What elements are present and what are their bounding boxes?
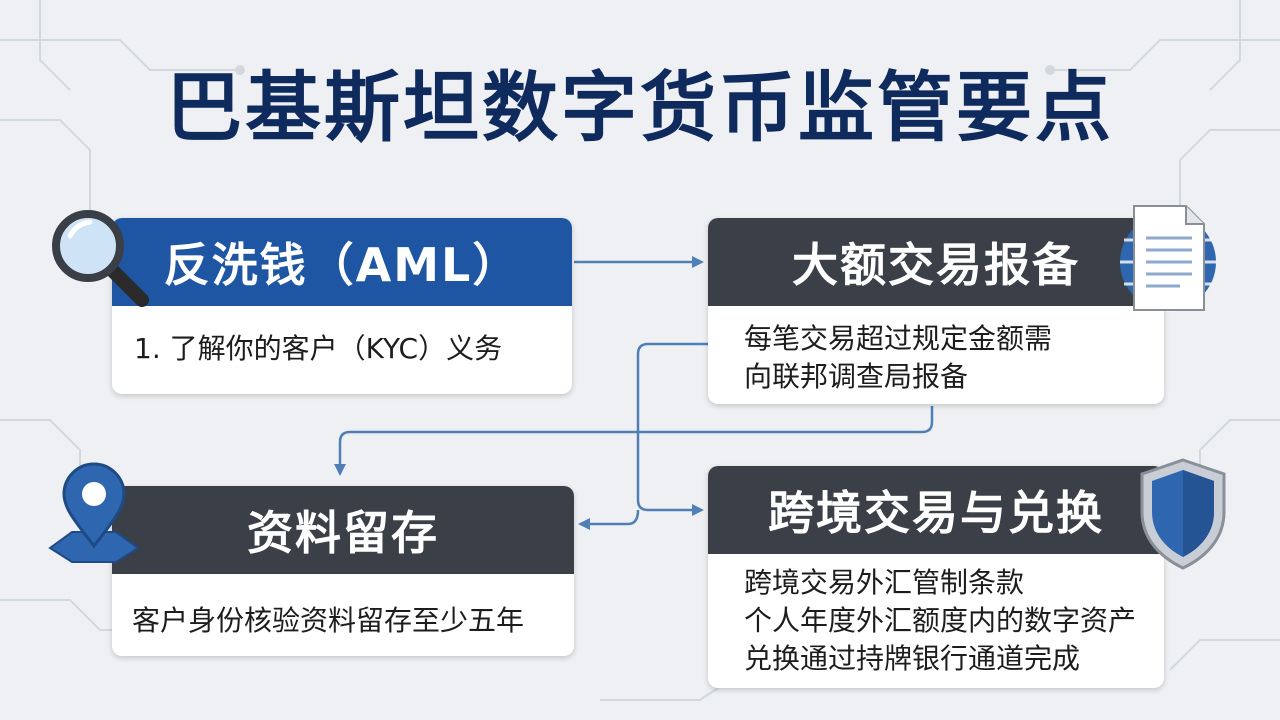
card-cross-border: 跨境交易与兑换 跨境交易外汇管制条款 个人年度外汇额度内的数字资产 兑换通过持牌… <box>708 466 1164 688</box>
card-records-heading: 资料留存 <box>112 486 574 574</box>
card-aml-heading: 反洗钱（AML） <box>112 218 572 306</box>
card-aml: 反洗钱（AML） 1. 了解你的客户（KYC）义务 <box>112 218 572 394</box>
card-cross-line: 兑换通过持牌银行通道完成 <box>744 642 1081 675</box>
page-title: 巴基斯坦数字货币监管要点 <box>166 63 1114 152</box>
card-aml-body: 1. 了解你的客户（KYC）义务 <box>112 306 572 368</box>
card-cross-line: 个人年度外汇额度内的数字资产 <box>744 604 1137 637</box>
card-records: 资料留存 客户身份核验资料留存至少五年 <box>112 486 574 656</box>
card-large-body: 每笔交易超过规定金额需 向联邦调查局报备 <box>708 306 1164 396</box>
card-cross-body: 跨境交易外汇管制条款 个人年度外汇额度内的数字资产 兑换通过持牌银行通道完成 <box>708 554 1164 678</box>
card-aml-line: 1. 了解你的客户（KYC）义务 <box>134 332 503 365</box>
card-records-body: 客户身份核验资料留存至少五年 <box>112 574 574 640</box>
document-globe-icon <box>1120 205 1216 312</box>
card-large-line: 向联邦调查局报备 <box>744 360 969 393</box>
location-pin-icon <box>48 462 140 563</box>
magnifier-icon <box>52 210 149 307</box>
card-large-transaction: 大额交易报备 每笔交易超过规定金额需 向联邦调查局报备 <box>708 218 1164 404</box>
card-cross-heading: 跨境交易与兑换 <box>708 466 1164 554</box>
card-cross-line: 跨境交易外汇管制条款 <box>744 566 1025 599</box>
card-large-heading: 大额交易报备 <box>708 218 1164 306</box>
card-large-line: 每笔交易超过规定金额需 <box>744 322 1053 355</box>
card-records-line: 客户身份核验资料留存至少五年 <box>132 604 525 637</box>
shield-icon <box>1140 458 1226 570</box>
